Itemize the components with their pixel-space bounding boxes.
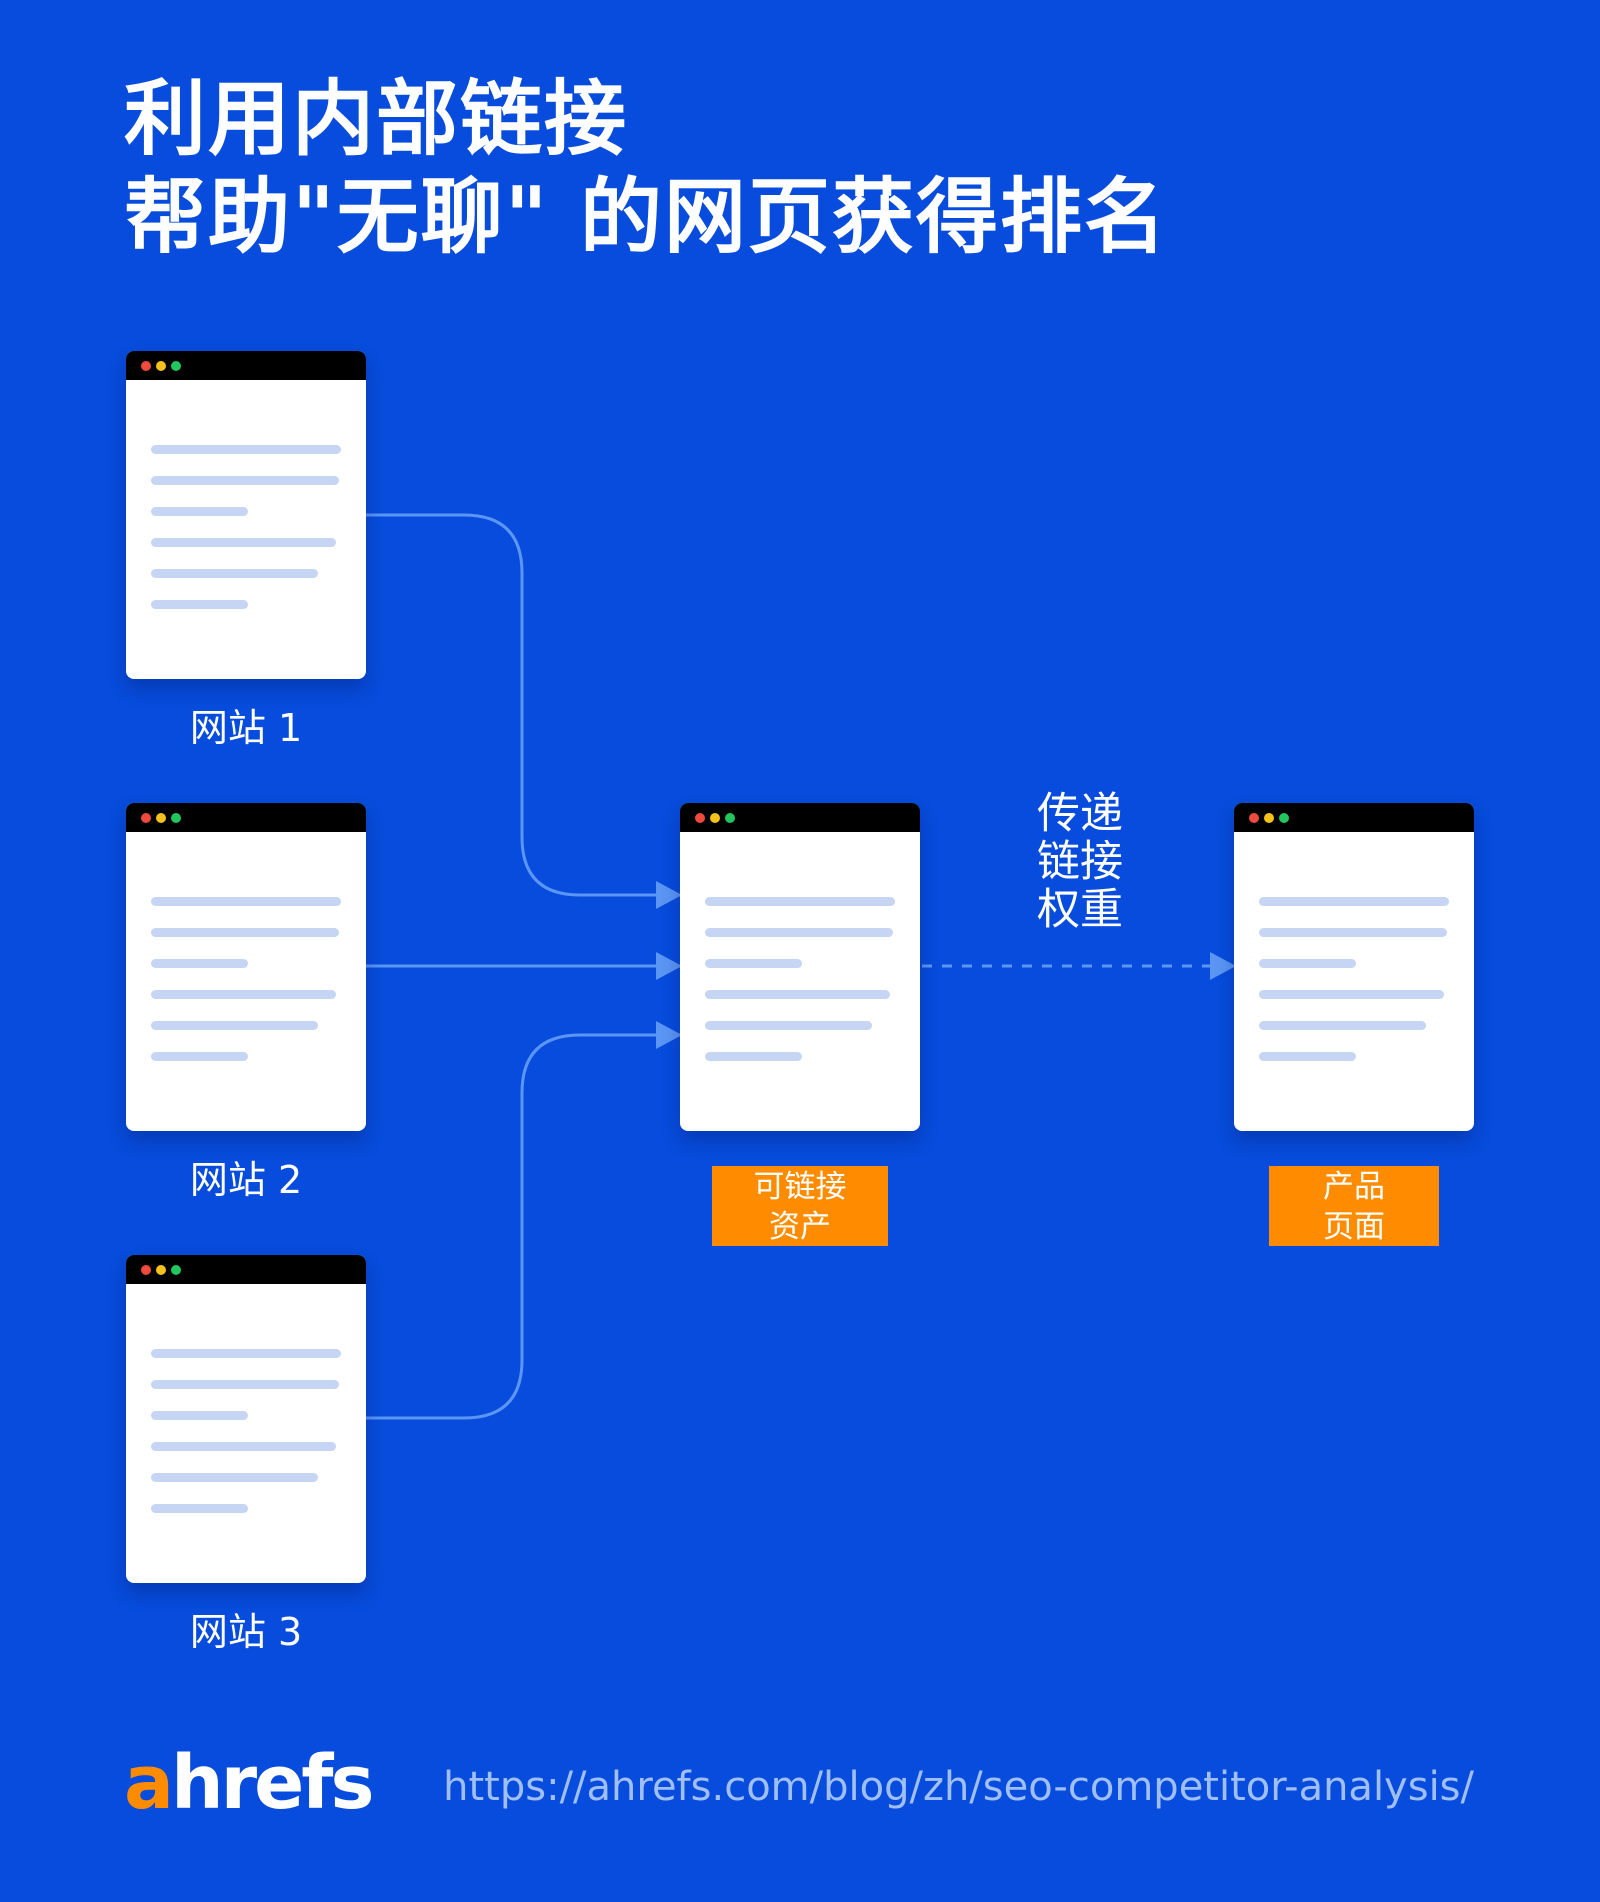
logo-letter-a: a <box>124 1740 174 1826</box>
linkable-asset-window <box>680 803 920 1131</box>
site-2-window <box>126 803 366 1131</box>
close-dot-icon <box>141 1265 151 1275</box>
maximize-dot-icon <box>1279 813 1289 823</box>
content-line <box>151 928 339 937</box>
ahrefs-logo: ahrefs <box>124 1738 375 1828</box>
maximize-dot-icon <box>725 813 735 823</box>
content-line <box>151 1411 248 1420</box>
close-dot-icon <box>141 361 151 371</box>
product-page-window <box>1234 803 1474 1131</box>
content-line <box>705 1052 802 1061</box>
window-title-bar <box>126 351 366 380</box>
content-line <box>151 445 341 454</box>
content-line <box>705 1021 872 1030</box>
arrow-site3-to-asset <box>366 1021 682 1420</box>
transfer-label-line-2: 链接 <box>1037 837 1123 887</box>
content-line <box>1259 990 1444 999</box>
page-title-line-1: 利用内部链接 <box>124 72 629 167</box>
content-line <box>151 1504 248 1513</box>
linkable-asset-tag-line-1: 可链接 <box>753 1169 847 1205</box>
content-line <box>151 476 339 485</box>
transfer-link-equity-label: 传递 链接 权重 <box>1020 790 1140 934</box>
linkable-asset-tag-line-2: 资产 <box>769 1209 831 1245</box>
content-line <box>1259 1052 1356 1061</box>
content-line <box>1259 1021 1426 1030</box>
content-line <box>705 959 802 968</box>
arrow-site1-to-asset <box>366 513 682 909</box>
content-line <box>1259 897 1449 906</box>
site-1-label: 网站 1 <box>189 706 303 750</box>
content-line <box>705 990 890 999</box>
content-line <box>151 507 248 516</box>
content-line <box>151 1442 336 1451</box>
site-2-label: 网站 2 <box>189 1158 303 1202</box>
content-line <box>151 600 248 609</box>
source-url: https://ahrefs.com/blog/zh/seo-competito… <box>443 1764 1474 1810</box>
site-3-label: 网站 3 <box>189 1610 303 1654</box>
window-title-bar <box>680 803 920 832</box>
content-line <box>1259 928 1447 937</box>
maximize-dot-icon <box>171 361 181 371</box>
site-1-window <box>126 351 366 679</box>
logo-wordmark: hrefs <box>170 1740 375 1826</box>
content-line <box>151 1021 318 1030</box>
content-line <box>151 1380 339 1389</box>
minimize-dot-icon <box>156 1265 166 1275</box>
content-line <box>151 990 336 999</box>
content-line <box>151 1473 318 1482</box>
close-dot-icon <box>695 813 705 823</box>
content-line <box>1259 959 1356 968</box>
maximize-dot-icon <box>171 813 181 823</box>
minimize-dot-icon <box>710 813 720 823</box>
content-line <box>151 897 341 906</box>
minimize-dot-icon <box>1264 813 1274 823</box>
close-dot-icon <box>141 813 151 823</box>
content-line <box>151 1052 248 1061</box>
transfer-label-line-3: 权重 <box>1037 885 1123 935</box>
product-page-tag-line-1: 产品 <box>1323 1169 1385 1205</box>
window-title-bar <box>1234 803 1474 832</box>
content-line <box>151 538 336 547</box>
window-title-bar <box>126 1255 366 1284</box>
page-title-line-2: 帮助"无聊" 的网页获得排名 <box>124 170 1168 265</box>
maximize-dot-icon <box>171 1265 181 1275</box>
site-3-window <box>126 1255 366 1583</box>
product-page-tag: 产品 页面 <box>1269 1166 1439 1246</box>
linkable-asset-tag: 可链接 资产 <box>712 1166 888 1246</box>
minimize-dot-icon <box>156 361 166 371</box>
window-title-bar <box>126 803 366 832</box>
transfer-label-line-1: 传递 <box>1037 789 1123 839</box>
content-line <box>151 569 318 578</box>
minimize-dot-icon <box>156 813 166 823</box>
product-page-tag-line-2: 页面 <box>1323 1209 1385 1245</box>
content-line <box>705 897 895 906</box>
close-dot-icon <box>1249 813 1259 823</box>
content-line <box>705 928 893 937</box>
content-line <box>151 1349 341 1358</box>
content-line <box>151 959 248 968</box>
